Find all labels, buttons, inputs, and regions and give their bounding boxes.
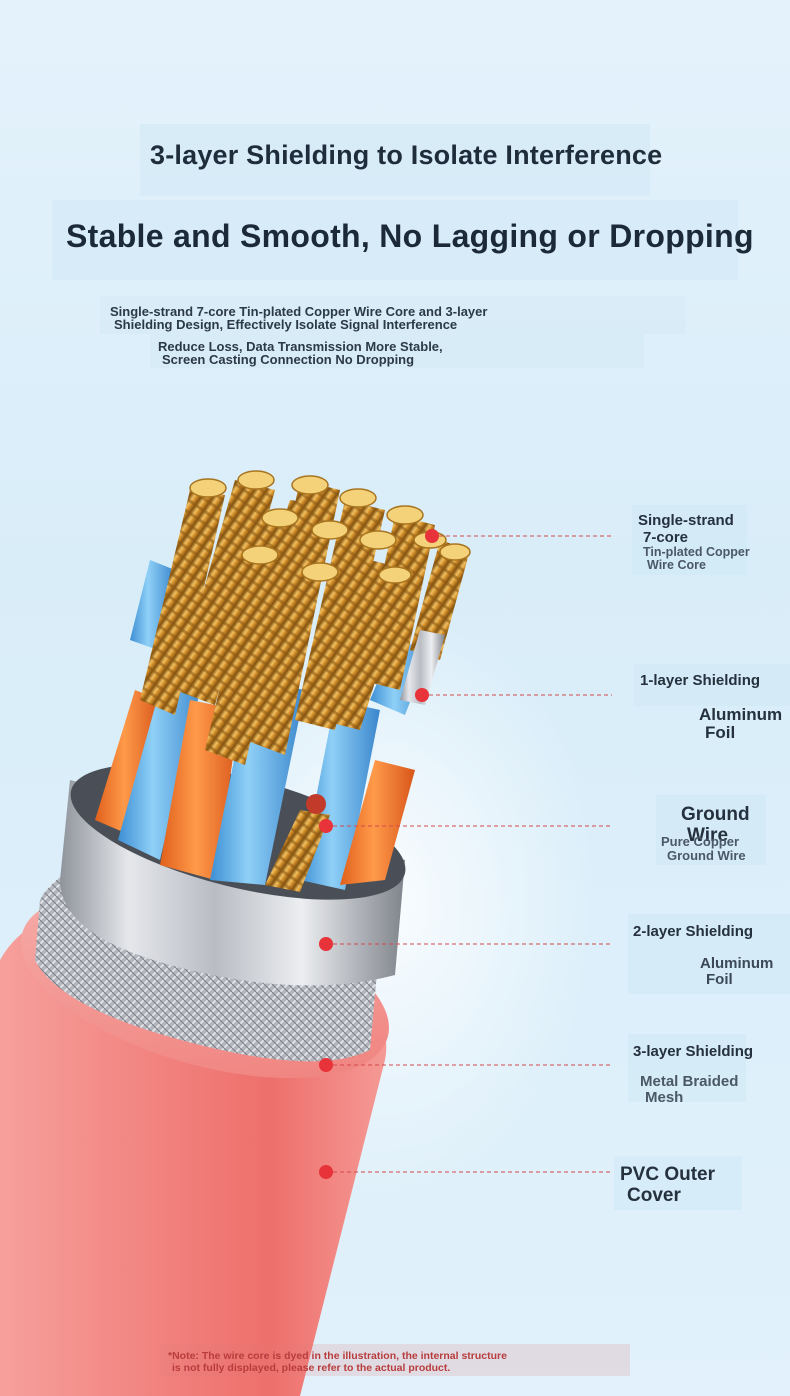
disclaimer-line-2: is not fully displayed, please refer to … (172, 1362, 451, 1374)
callout-ground-title-a: Ground (681, 804, 750, 825)
headline-2-box: Stable and Smooth, No Lagging or Droppin… (52, 200, 754, 280)
callout-pvc-title-b: Cover (627, 1185, 681, 1206)
callout-1-layer-sub-a: Aluminum (699, 705, 783, 724)
headline-2: Stable and Smooth, No Lagging or Droppin… (66, 218, 754, 254)
callout-pvc-box (614, 1156, 742, 1210)
callout-1-layer-sub-b: Foil (705, 723, 736, 742)
callout-2-layer-title: 2-layer Shielding (633, 923, 754, 940)
callout-2-layer-box (628, 914, 790, 994)
disclaimer-note: *Note: The wire core is dyed in the illu… (160, 1344, 630, 1376)
description-2-line-1: Reduce Loss, Data Transmission More Stab… (158, 339, 443, 354)
marker-dot-core (425, 529, 439, 543)
callout-3-layer-sub-a: Metal Braided (640, 1073, 739, 1090)
disclaimer-line-1: *Note: The wire core is dyed in the illu… (168, 1350, 507, 1362)
callout-ground-box (656, 795, 766, 865)
marker-dot-2-layer (319, 937, 333, 951)
callout-ground-title-b: Wire (687, 825, 729, 846)
callout-core-title-a: Single-strand (638, 512, 734, 529)
marker-dot-ground (319, 819, 333, 833)
marker-dot-1-layer (415, 688, 429, 702)
callout-3-layer-title: 3-layer Shielding (633, 1043, 754, 1060)
callout-3-layer-box (628, 1034, 746, 1102)
callout-core-box (632, 505, 747, 575)
description-2-line-2: Screen Casting Connection No Dropping (162, 352, 415, 367)
callout-core-sub-a: Tin-plated Copper (643, 545, 750, 559)
description-1-line-2: Shielding Design, Effectively Isolate Si… (114, 317, 458, 332)
headline-1-box: 3-layer Shielding to Isolate Interferenc… (140, 124, 662, 196)
headline-1: 3-layer Shielding to Isolate Interferenc… (150, 140, 663, 170)
marker-dot-pvc (319, 1165, 333, 1179)
callout-1-layer-title: 1-layer Shielding (640, 672, 761, 689)
callout-1-layer-box (634, 664, 790, 706)
description-2-box (150, 334, 644, 368)
callout-3-layer-sub-b: Mesh (645, 1089, 684, 1106)
callout-2-layer-sub-b: Foil (706, 971, 733, 988)
callout-ground-sub-b: Ground Wire (667, 848, 746, 863)
marker-dot-3-layer (319, 1058, 333, 1072)
cable-cross-section-illustration (0, 470, 612, 1396)
description-1-box (100, 296, 686, 334)
callout-core-title-b: 7-core (643, 529, 689, 546)
callout-2-layer-sub-a: Aluminum (700, 955, 774, 972)
callout-ground-sub-a: Pure Copper (661, 834, 740, 849)
callout-core-sub-b: Wire Core (647, 558, 706, 572)
description-1-line-1: Single-strand 7-core Tin-plated Copper W… (110, 304, 488, 319)
callout-pvc-title-a: PVC Outer (620, 1164, 716, 1185)
